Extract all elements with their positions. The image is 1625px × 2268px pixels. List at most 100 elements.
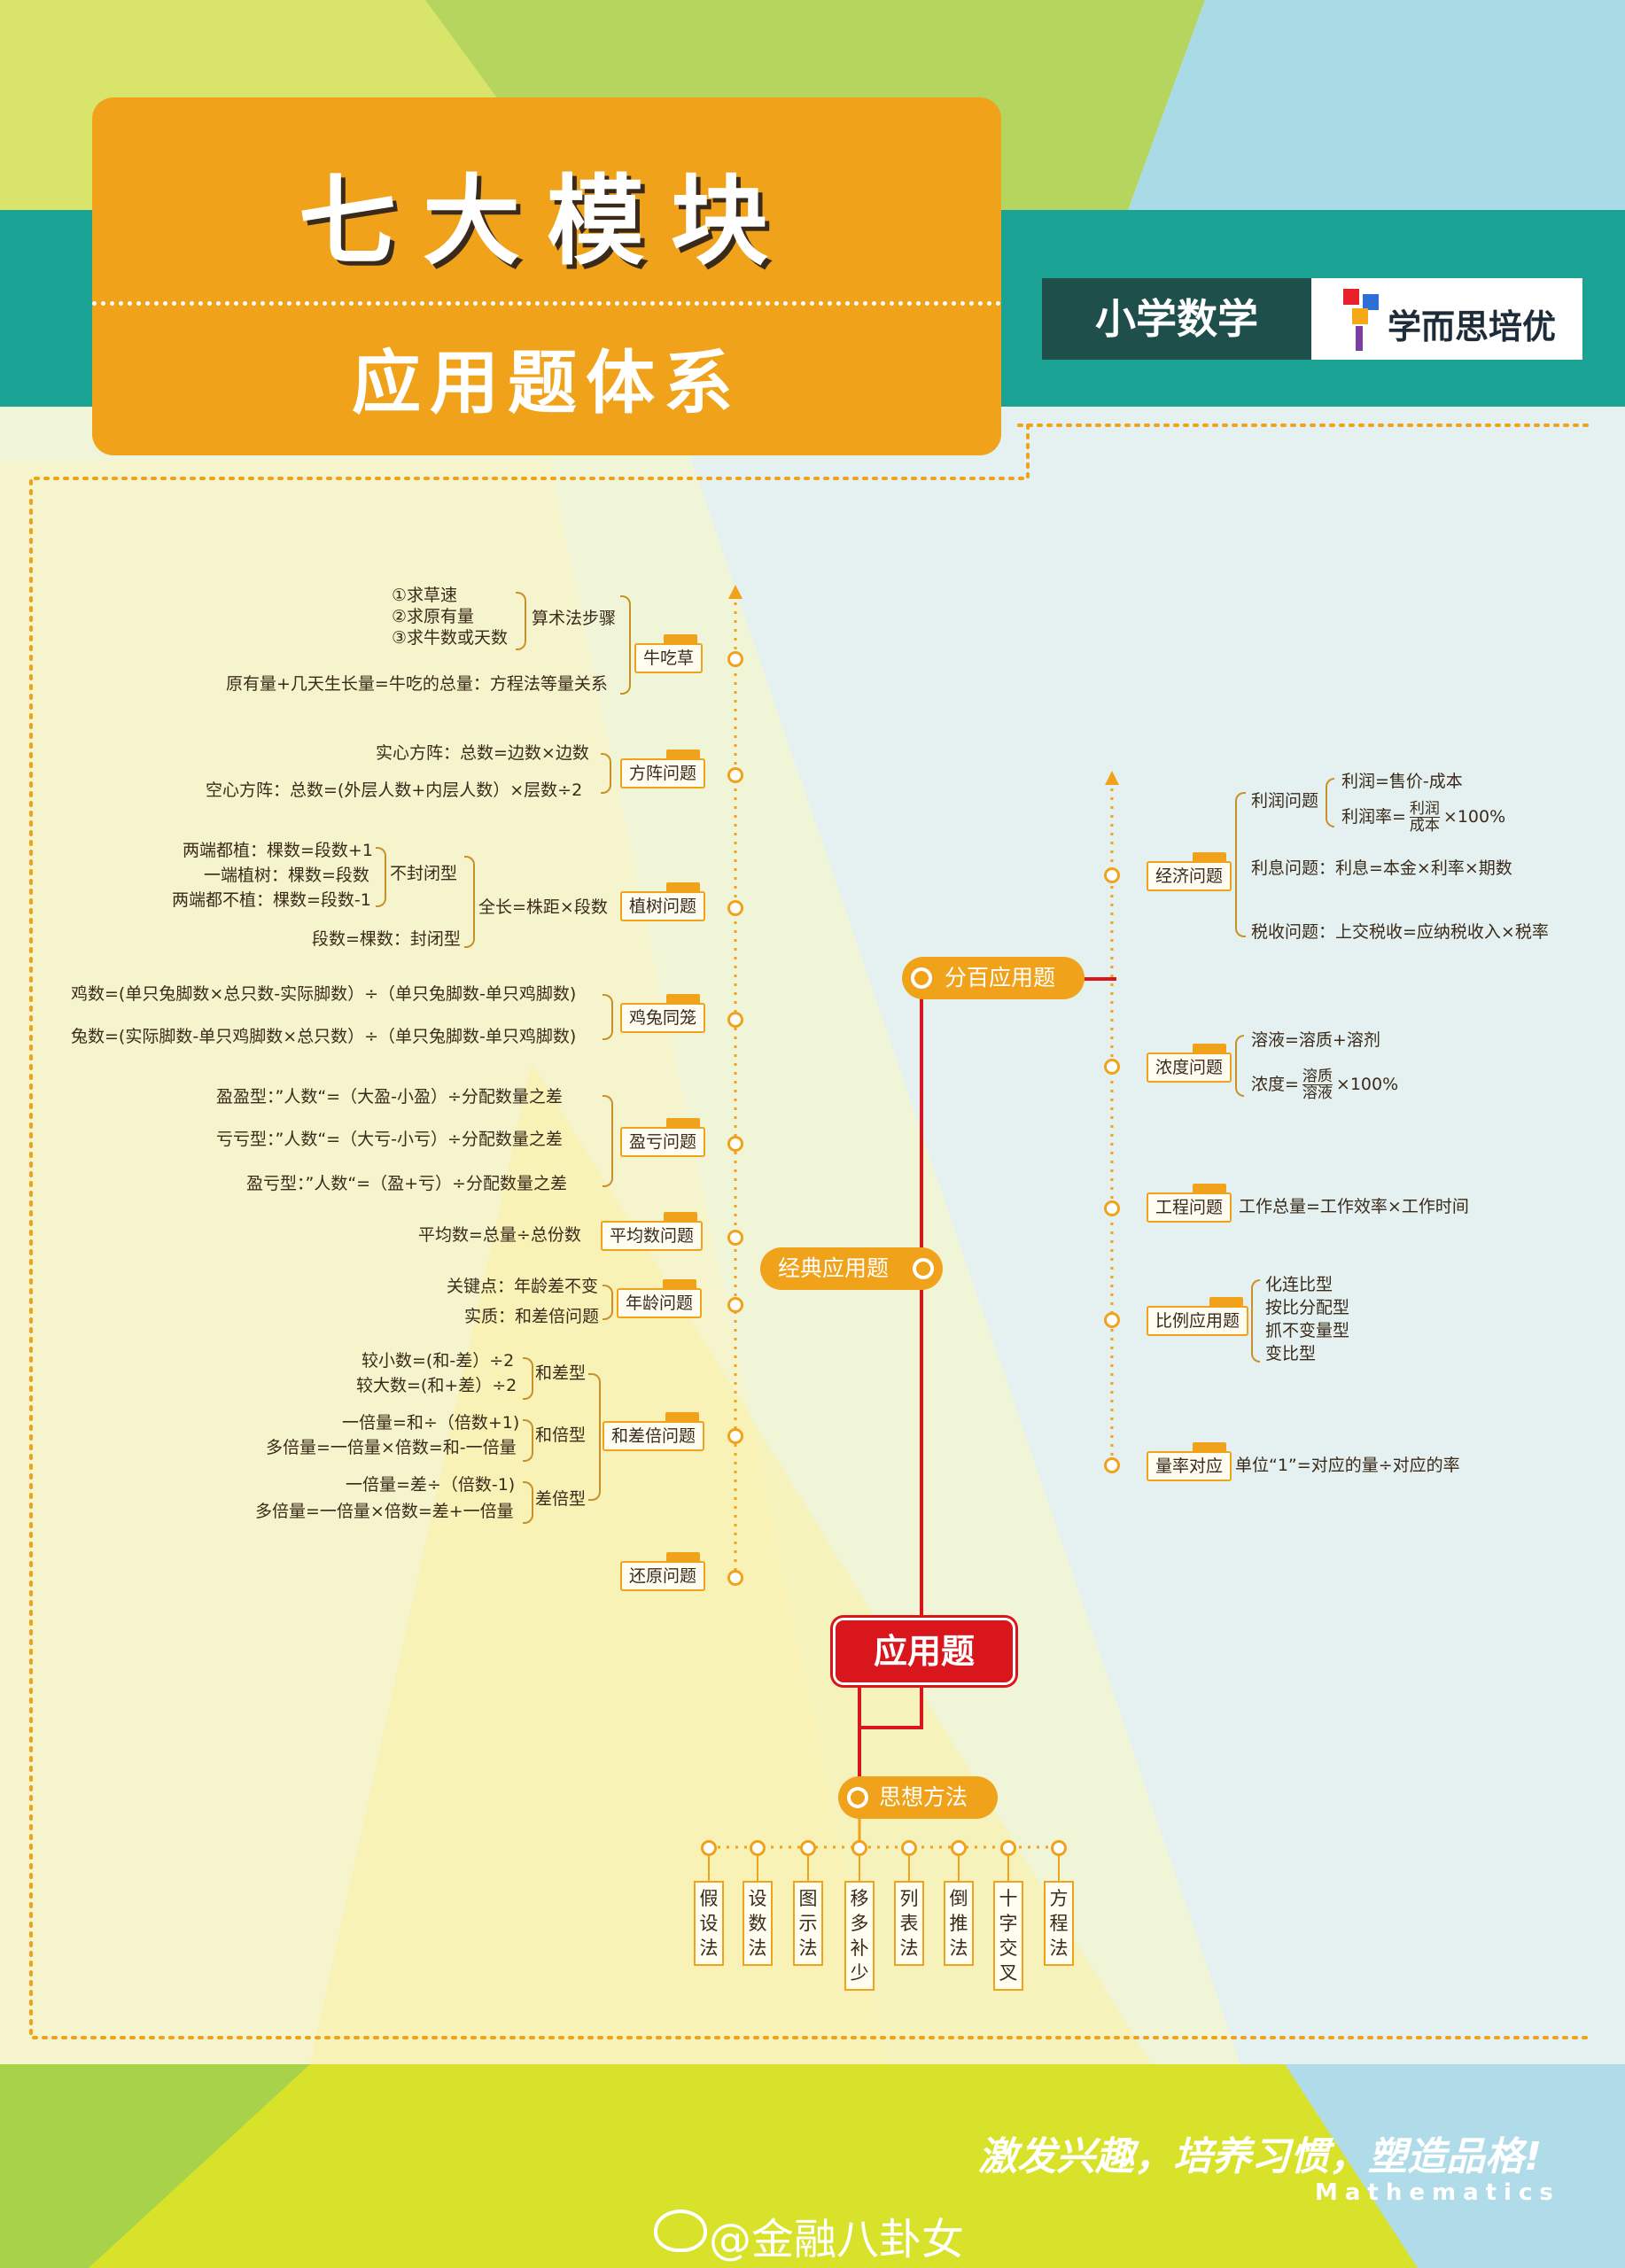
ying-line-2: 亏亏型：”人数“=（大亏-小亏）÷分配数量之差 <box>216 1130 563 1149</box>
node-huan: 还原问题 <box>620 1552 706 1591</box>
branch-classic: 经典应用题 <box>760 1247 943 1290</box>
method-item: 设数法 <box>743 1881 773 1966</box>
slogan: 激发兴趣，培养习惯，塑造品格! <box>978 2134 1543 2179</box>
weibo-icon <box>654 2210 707 2252</box>
shui-line: 税收问题：上交税收=应纳税收入×税率 <box>1251 922 1549 942</box>
node-zhi: 植树问题 <box>620 882 706 921</box>
ring-icon <box>913 1258 934 1279</box>
slogan-en: Mathematics <box>1315 2179 1560 2206</box>
he-g2-1: 一倍量=和÷（倍数+1) <box>342 1413 520 1433</box>
method-item: 移多补少 <box>844 1881 875 1991</box>
method-item: 方程法 <box>1044 1881 1074 1966</box>
node-ying: 盈亏问题 <box>620 1118 706 1157</box>
method-item: 列表法 <box>894 1881 924 1966</box>
nong-line-2: 浓度=溶质溶液×100% <box>1251 1068 1399 1102</box>
method-dot <box>750 1840 766 1856</box>
branch-methods: 思想方法 <box>838 1776 998 1819</box>
zhi-main: 全长=株距×段数 <box>478 897 608 917</box>
ring-icon <box>847 1787 868 1808</box>
fraction: 利润成本 <box>1409 800 1440 835</box>
node-bili: 比例应用题 <box>1147 1297 1249 1336</box>
niu-equation: 原有量+几天生长量=牛吃的总量：方程法等量关系 <box>226 674 608 694</box>
node-dot <box>727 900 743 916</box>
node-dot <box>727 651 743 667</box>
zhi-open-2: 一端植树：棵数=段数 <box>204 866 369 885</box>
lirun-line-2: 利润率=利润成本×100% <box>1341 800 1506 835</box>
he-g2-name: 和倍型 <box>535 1425 587 1445</box>
node-jing: 经济问题 <box>1147 852 1232 891</box>
method-dot <box>901 1840 917 1856</box>
niu-step-2: ②求原有量 <box>392 607 475 626</box>
node-fang: 方阵问题 <box>620 750 706 788</box>
ji-line-1: 鸡数=(单只兔脚数×总只数-实际脚数）÷（单只兔脚数-单只鸡脚数) <box>71 984 577 1004</box>
node-dot <box>1104 1059 1120 1075</box>
method-connector <box>908 1856 910 1881</box>
root-node: 应用题 <box>833 1618 1015 1685</box>
page-subtitle: 应用题体系 <box>351 344 742 423</box>
node-dot <box>727 1428 743 1444</box>
grade-badge: 小学数学 <box>1042 278 1311 360</box>
he-g3-1: 一倍量=差÷（倍数-1) <box>346 1475 516 1495</box>
method-dot <box>1000 1840 1016 1856</box>
he-g3-2: 多倍量=一倍量×倍数=差+一倍量 <box>255 1502 514 1521</box>
method-connector <box>859 1856 860 1881</box>
nian-line-1: 关键点：年龄差不变 <box>447 1277 599 1296</box>
ying-line-1: 盈盈型：”人数“=（大盈-小盈）÷分配数量之差 <box>216 1087 563 1107</box>
node-dot <box>1104 1312 1120 1328</box>
method-connector <box>708 1856 710 1881</box>
method-dot <box>1051 1840 1067 1856</box>
node-dot <box>727 767 743 783</box>
ji-line-2: 兔数=(实际脚数-单只鸡脚数×总只数）÷（单只兔脚数-单只鸡脚数) <box>71 1027 577 1046</box>
fraction: 溶质溶液 <box>1302 1068 1333 1102</box>
header-card <box>92 97 1001 455</box>
bili-item-1: 化连比型 <box>1265 1275 1333 1294</box>
method-item: 图示法 <box>793 1881 823 1966</box>
method-dot <box>851 1840 867 1856</box>
watermark: @金融八卦女 <box>709 2215 965 2264</box>
node-liang: 量率对应 <box>1147 1442 1232 1481</box>
node-niu: 牛吃草 <box>634 634 704 673</box>
method-connector <box>958 1856 960 1881</box>
niu-steps-group: 算术法步骤 <box>532 609 617 628</box>
node-nong: 浓度问题 <box>1147 1044 1232 1083</box>
he-g1-2: 较大数=(和+差）÷2 <box>356 1376 517 1395</box>
gong-line-1: 工作总量=工作效率×工作时间 <box>1239 1197 1469 1216</box>
he-g3-name: 差倍型 <box>535 1489 587 1509</box>
node-dot <box>1104 1200 1120 1216</box>
ring-icon <box>911 967 932 989</box>
niu-step-1: ①求草速 <box>392 586 458 605</box>
node-dot <box>727 1012 743 1028</box>
ping-line-1: 平均数=总量÷总份数 <box>418 1225 581 1245</box>
logo-text: 学而思培优 <box>1388 307 1557 346</box>
lirun-group: 利润问题 <box>1251 791 1319 811</box>
bili-item-2: 按比分配型 <box>1265 1298 1350 1317</box>
method-dot <box>800 1840 816 1856</box>
method-item: 倒推法 <box>944 1881 974 1966</box>
lirun-line-1: 利润=售价-成本 <box>1341 772 1463 791</box>
title-divider <box>92 301 1001 306</box>
method-item: 十字交叉 <box>993 1881 1023 1991</box>
node-gong: 工程问题 <box>1147 1184 1232 1223</box>
brand-logo: 学而思培优 <box>1311 278 1582 360</box>
node-ping: 平均数问题 <box>601 1212 704 1251</box>
method-connector <box>1058 1856 1060 1881</box>
node-dot <box>727 1570 743 1586</box>
niu-step-3: ③求牛数或天数 <box>392 628 509 648</box>
bili-item-4: 变比型 <box>1265 1344 1317 1363</box>
node-dot <box>727 1230 743 1246</box>
method-item: 假设法 <box>694 1881 724 1966</box>
zhi-closed: 段数=棵数：封闭型 <box>312 929 461 949</box>
zhi-open-3: 两端都不植：棵数=段数-1 <box>172 890 371 910</box>
node-dot <box>727 1136 743 1152</box>
nian-line-2: 实质：和差倍问题 <box>464 1307 600 1326</box>
method-dot <box>701 1840 717 1856</box>
branch-percent: 分百应用题 <box>902 957 1085 999</box>
nong-line-1: 溶液=溶质+溶剂 <box>1251 1030 1380 1050</box>
zhi-open-group: 不封闭型 <box>390 864 458 883</box>
zhi-open-1: 两端都植：棵数=段数+1 <box>183 841 373 860</box>
logo-mark-icon <box>1343 289 1382 351</box>
node-dot <box>727 1297 743 1313</box>
node-ji: 鸡兔同笼 <box>620 994 706 1033</box>
node-dot <box>1104 867 1120 883</box>
he-g1-1: 较小数=(和-差）÷2 <box>362 1351 515 1371</box>
